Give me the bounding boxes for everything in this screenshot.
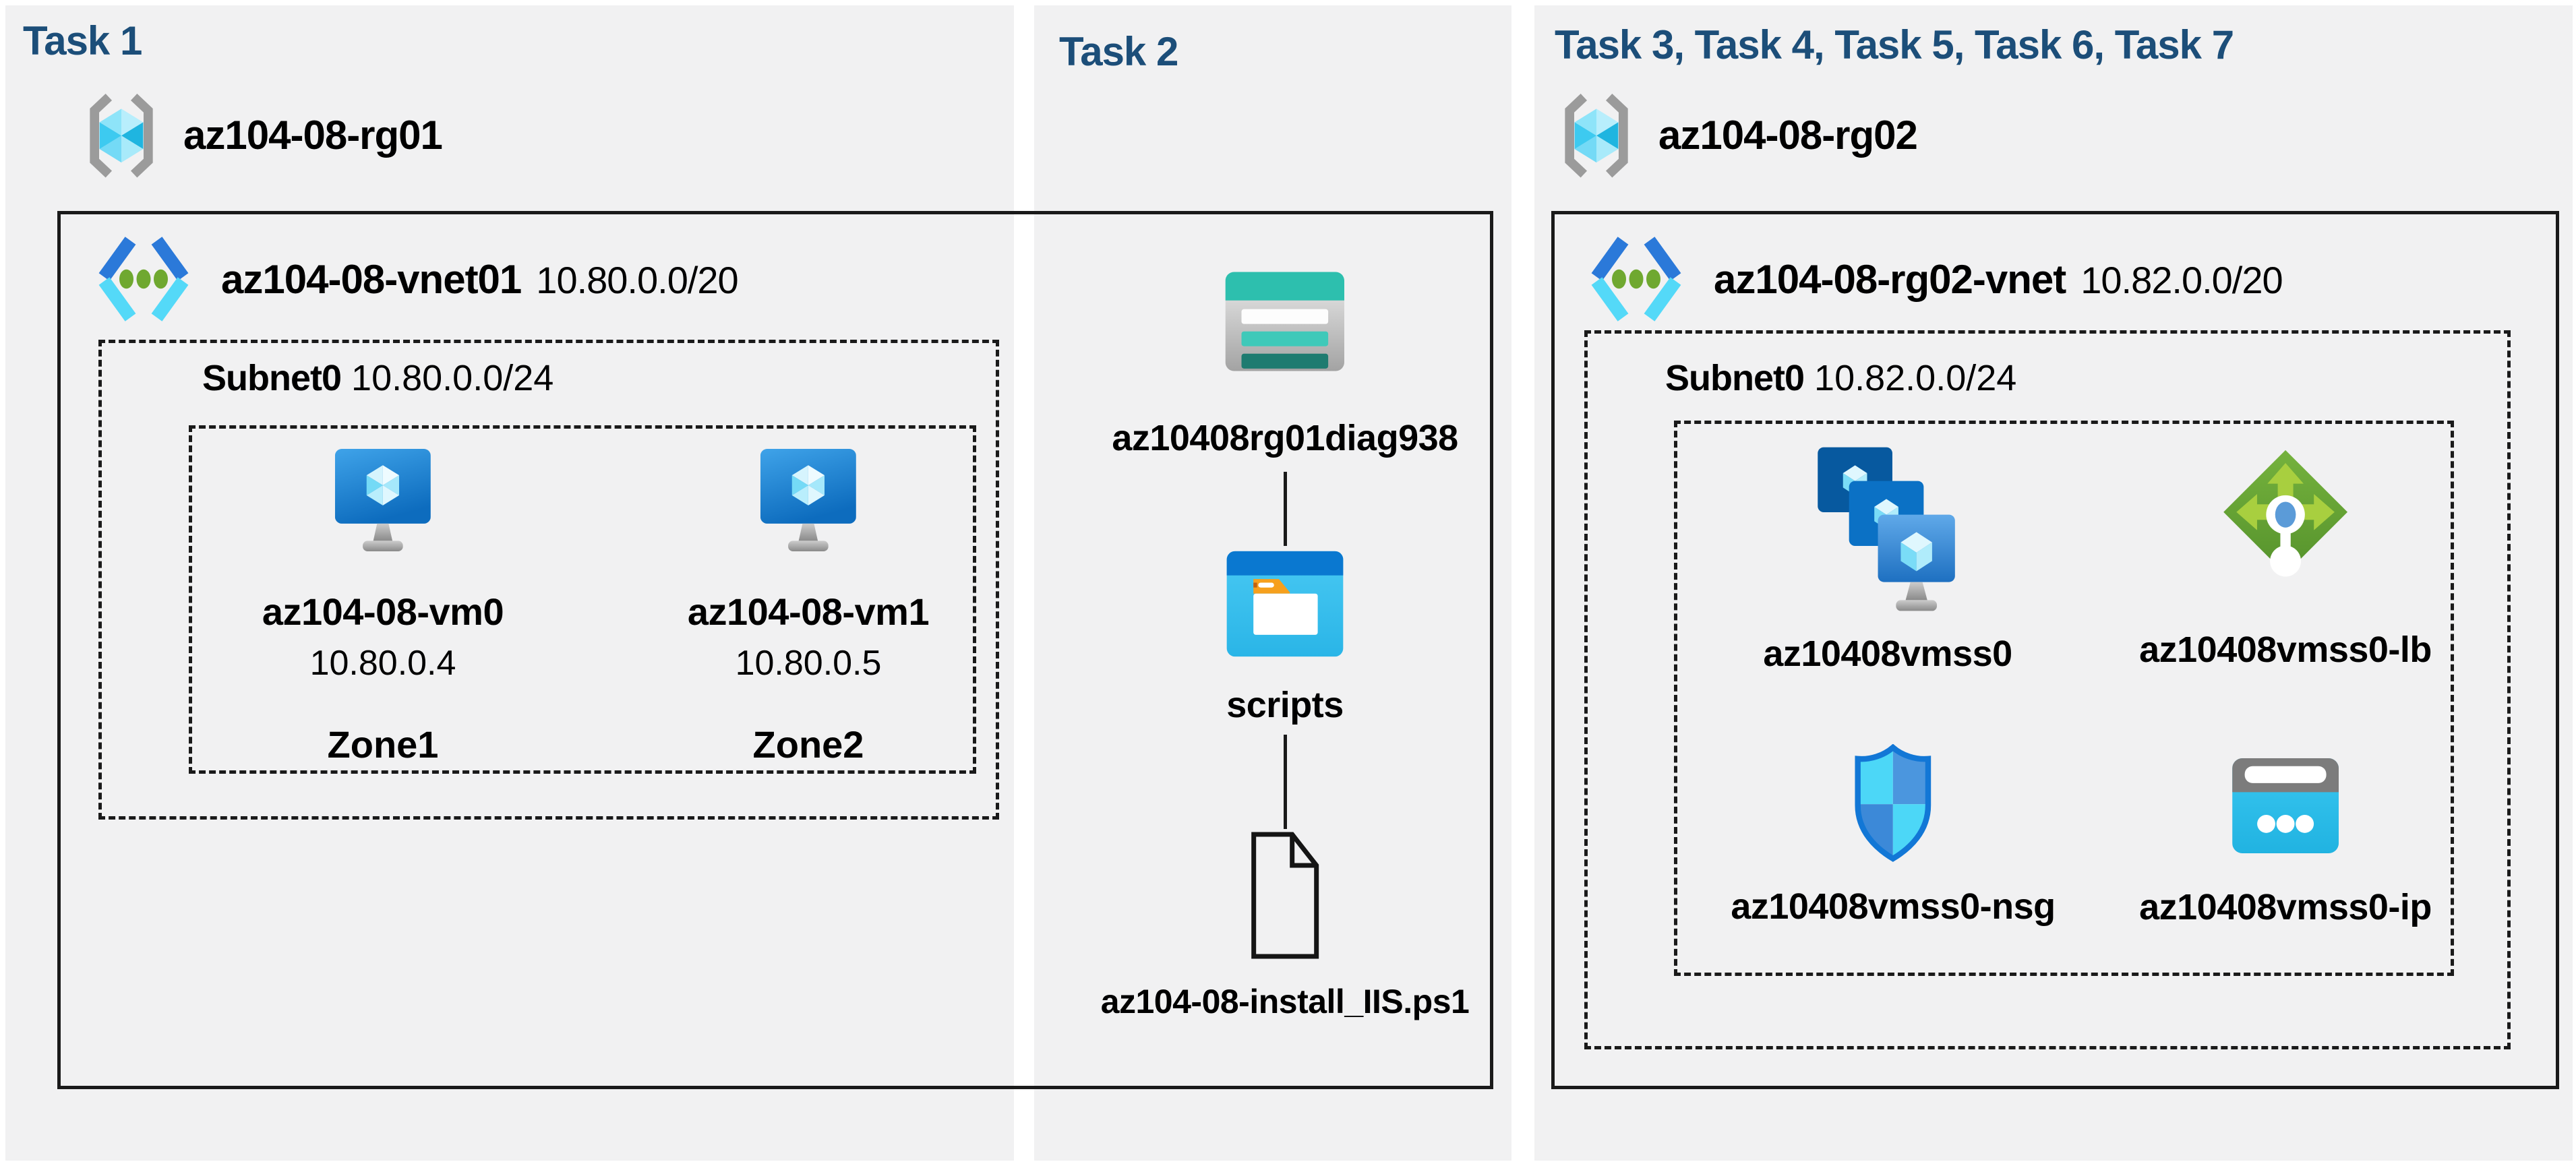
task3-panel [1534,5,2573,1161]
vnet1-header: az104-08-vnet01 10.80.0.0/20 [93,230,739,328]
blob-container-icon [1224,549,1346,663]
subnet2-box [1584,330,2511,1049]
public-ip-icon [2229,754,2342,861]
vm-ip: 10.80.0.4 [309,644,456,683]
connector-storage-scripts [1284,472,1287,546]
subnet1-inner-box [189,425,976,774]
subnet-name: Subnet0 [202,358,342,398]
subnet2-label: Subnet0 10.82.0.0/24 [1665,356,2016,400]
virtual-machine-icon [760,449,856,561]
storage-account-node: az10408rg01diag938 [1112,268,1458,459]
public-ip-node: az10408vmss0-ip [2139,754,2432,928]
vmss-node: az10408vmss0 [1763,445,2012,675]
vnet2-box [1551,211,2559,1089]
resource-group-rg01: az104-08-rg01 [84,92,443,178]
public-ip-name: az10408vmss0-ip [2139,887,2432,927]
script-file-name: az104-08-install_IIS.ps1 [1100,983,1470,1020]
vm-name: az104-08-vm1 [687,590,930,633]
vmss-name: az10408vmss0 [1763,634,2012,674]
script-file-node: az104-08-install_IIS.ps1 [1101,830,1470,1021]
vm-zone: Zone1 [327,723,439,766]
resource-group-icon [1559,92,1634,178]
vm-ip: 10.80.0.5 [735,644,882,683]
vnet-cidr: 10.82.0.0/20 [2080,258,2283,301]
subnet-name: Subnet0 [1665,358,1805,398]
task2-header: Task 2 [1059,29,1178,74]
subnet1-box [98,340,999,820]
storage-account-icon [1223,268,1348,378]
subnet2-inner-box [1674,421,2454,976]
resource-group-name: az104-08-rg01 [183,112,443,158]
subnet1-label: Subnet0 10.80.0.0/24 [202,356,553,400]
load-balancer-node: az10408vmss0-lb [2139,448,2432,671]
load-balancer-icon [2221,448,2350,603]
vm-zone: Zone2 [752,723,864,766]
nsg-node: az10408vmss0-nsg [1731,743,2056,927]
virtual-network-icon [1586,231,1687,328]
subnet-cidr: 10.80.0.0/24 [351,358,554,398]
task1-panel [5,5,1014,1161]
vnet1-box [57,211,1493,1089]
vm1-node: az104-08-vm1 10.80.0.5 Zone2 [687,449,930,766]
subnet-cidr: 10.82.0.0/24 [1814,358,2017,398]
virtual-machine-icon [335,449,431,561]
vm0-node: az104-08-vm0 10.80.0.4 Zone1 [262,449,504,766]
vnet-cidr: 10.80.0.0/20 [536,258,738,301]
storage-account-name: az10408rg01diag938 [1112,418,1458,458]
resource-group-rg02: az104-08-rg02 [1559,92,1918,178]
resource-group-icon [84,92,159,178]
vnet-name: az104-08-rg02-vnet [1714,256,2066,302]
connector-scripts-file [1284,735,1287,829]
vm-name: az104-08-vm0 [262,590,504,633]
vnet-name: az104-08-vnet01 [221,256,522,302]
resource-group-name: az104-08-rg02 [1658,112,1918,158]
file-icon [1247,830,1323,964]
vnet2-header: az104-08-rg02-vnet 10.82.0.0/20 [1586,230,2283,328]
load-balancer-name: az10408vmss0-lb [2139,630,2432,670]
task1-header: Task 1 [23,18,142,63]
container-node: scripts [1224,549,1346,726]
nsg-icon [1847,743,1938,865]
task3-header: Task 3, Task 4, Task 5, Task 6, Task 7 [1555,22,2234,67]
vmss-icon [1816,445,1960,617]
virtual-network-icon [93,231,194,328]
nsg-name: az10408vmss0-nsg [1731,886,2056,927]
container-name: scripts [1226,685,1344,725]
